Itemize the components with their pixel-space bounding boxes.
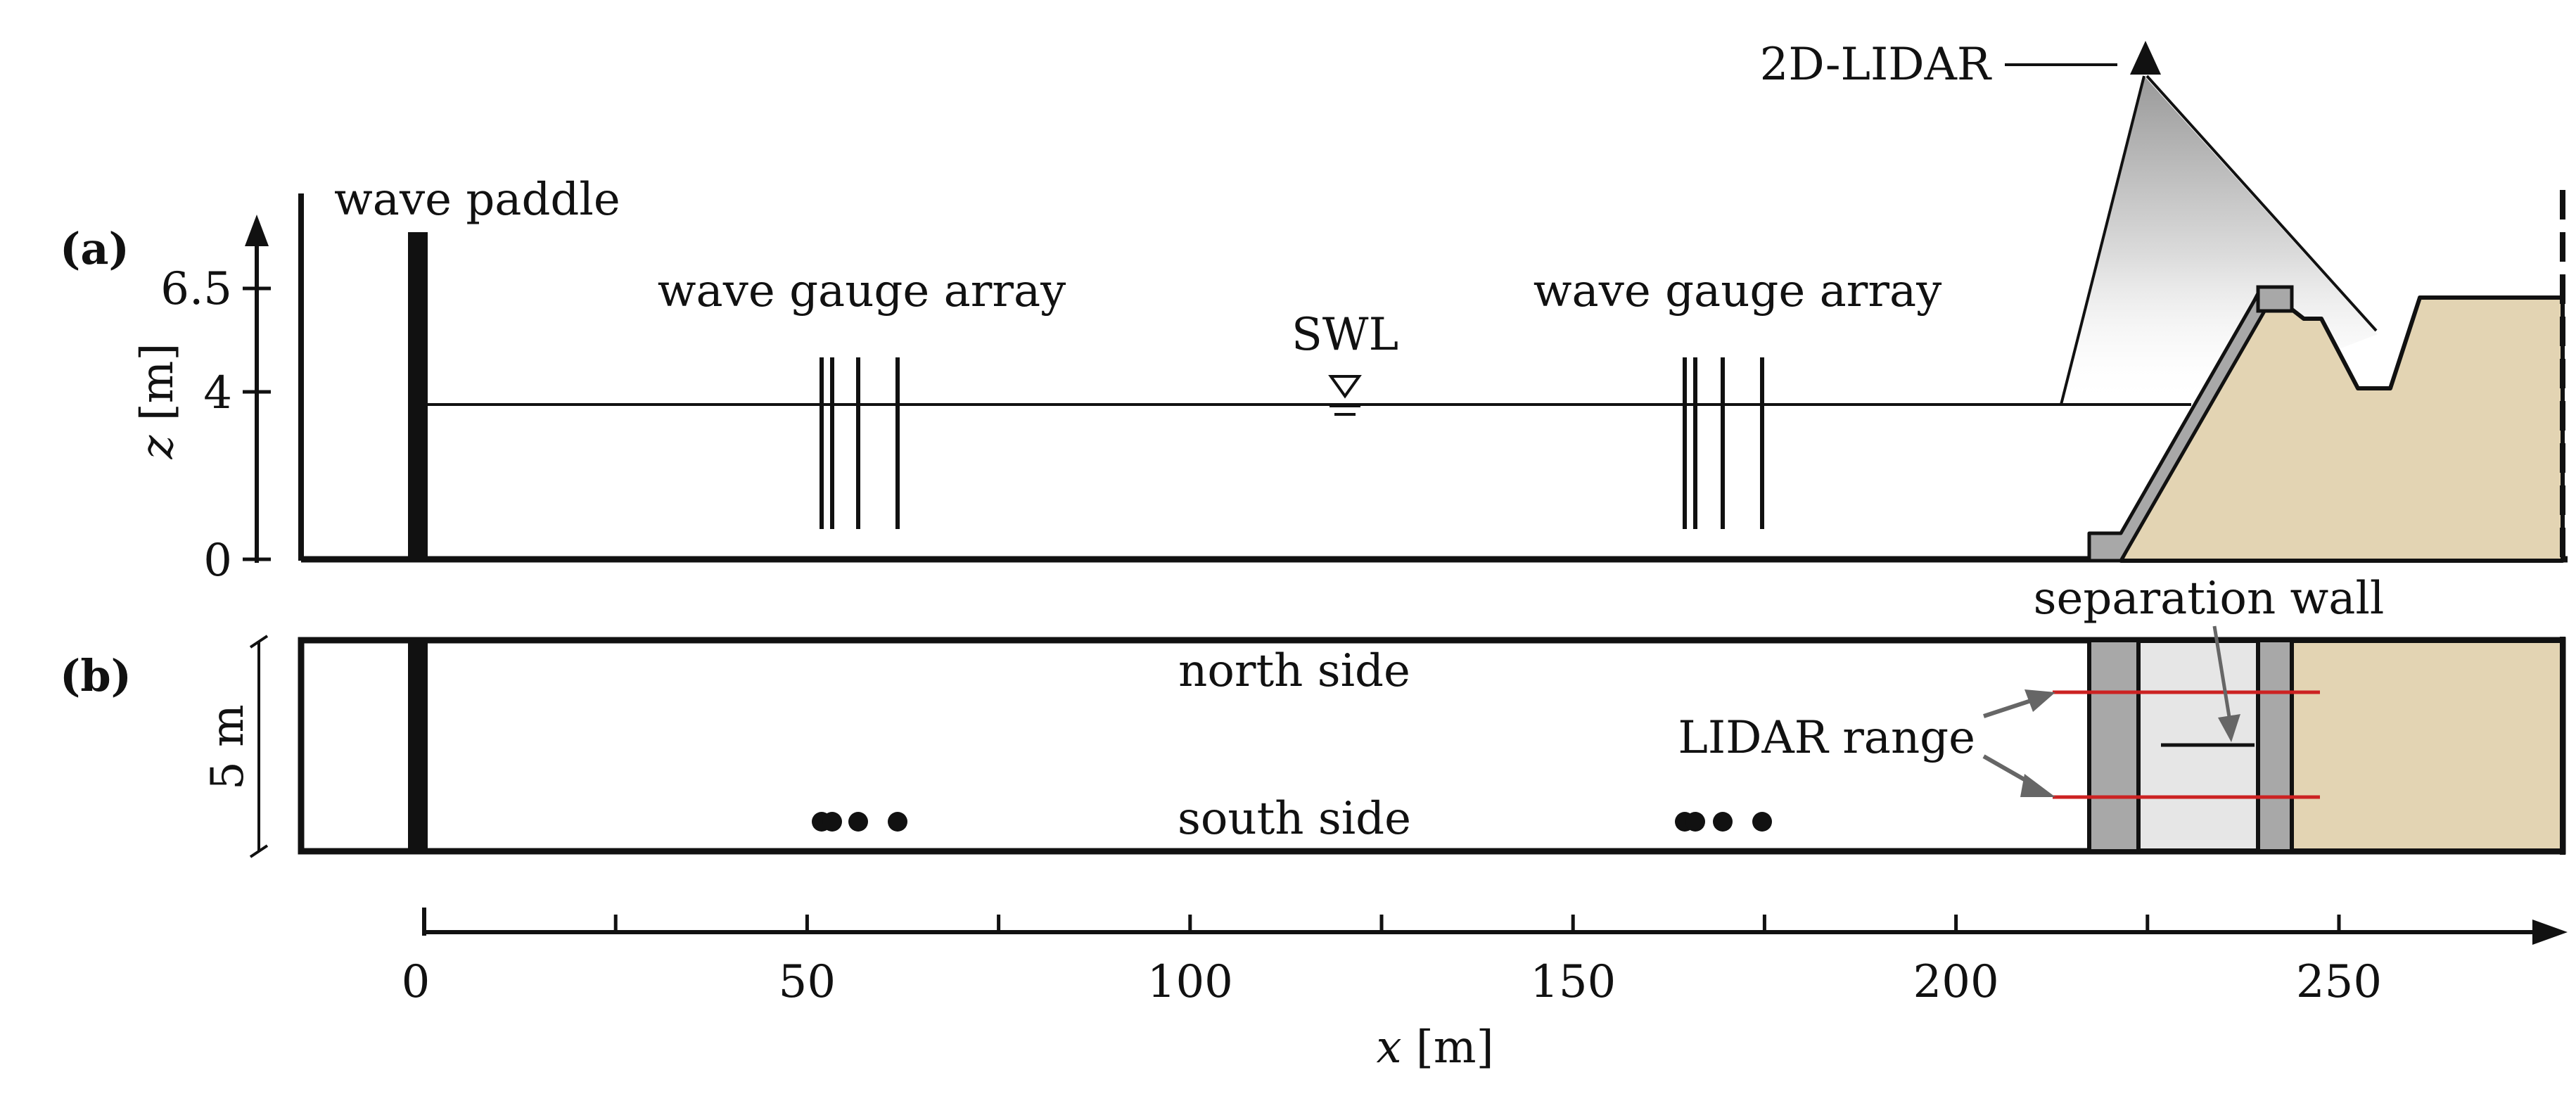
gauge-dot [848, 812, 868, 832]
south-side-label: south side [1178, 793, 1411, 845]
gauge-dot [1752, 812, 1772, 832]
lidar-range-arrowhead-south [2020, 774, 2055, 797]
x-axis-label: x [m] [1376, 1022, 1493, 1074]
z-tick-label-4: 4 [203, 367, 232, 419]
separation-wall-label: separation wall [2034, 573, 2385, 625]
separation-wall-arrowhead [2218, 714, 2240, 742]
width-label: 5 m [202, 704, 254, 790]
gauge-dot [888, 812, 907, 832]
x-axis-unit: [m] [1402, 1022, 1494, 1074]
gauge-dot [1713, 812, 1733, 832]
x-tick-label: 150 [1530, 956, 1616, 1008]
north-side-label: north side [1178, 645, 1410, 697]
wave-paddle-label: wave paddle [334, 174, 620, 226]
crest-plan [2256, 638, 2294, 853]
z-axis-unit: [m] [132, 343, 184, 435]
x-tick-label: 200 [1913, 956, 1999, 1008]
width-dimension-tick-top [249, 635, 269, 649]
wave-paddle-plan [408, 640, 428, 851]
lidar-range-label: LIDAR range [1678, 712, 1975, 764]
lidar-sensor-icon [2130, 41, 2161, 75]
wave-paddle [408, 232, 428, 561]
gauge-dot [822, 812, 842, 832]
gauge-positions-2 [1675, 812, 1772, 832]
z-tick-label-0: 0 [203, 535, 232, 587]
x-axis-var: x [1376, 1022, 1401, 1074]
swl-label: SWL [1292, 309, 1398, 361]
lidar-beam-edge-left [2060, 75, 2145, 405]
x-ticks: 0 50 100 150 200 250 [402, 915, 2382, 1008]
x-tick-label: 50 [779, 956, 836, 1008]
lidar-range-arrowhead-north [2025, 689, 2055, 712]
z-axis-label: z [m] [132, 343, 184, 460]
crest-element [2256, 285, 2294, 313]
separation-wall-arrow [2212, 625, 2232, 722]
wave-gauge-array-2 [1683, 357, 1764, 529]
gauge-array-2-label: wave gauge array [1534, 265, 1942, 317]
x-tick-label: 0 [402, 956, 431, 1008]
x-tick-label: 250 [2296, 956, 2382, 1008]
lidar-beam-edge-right [2145, 75, 2378, 332]
z-tick-label-6-5: 6.5 [160, 263, 232, 315]
revetment-plan [2087, 638, 2141, 853]
width-dimension-tick-bottom [249, 844, 269, 858]
panel-a-label: (a) [60, 223, 129, 274]
panel-b-label: (b) [60, 650, 132, 701]
z-axis-var: z [132, 434, 184, 459]
lidar-range-arrow-north [1983, 698, 2034, 718]
panel-a: (a) 0 4 6.5 z [m] wave paddle SWL wave g… [60, 39, 2568, 587]
gauge-array-1-label: wave gauge array [658, 265, 1066, 317]
wave-gauge-array-1 [820, 357, 900, 529]
x-tick-label: 100 [1147, 956, 1233, 1008]
gauge-positions-1 [812, 812, 907, 832]
x-axis-arrowhead [2532, 919, 2568, 945]
z-axis-arrowhead [245, 215, 269, 246]
swl-symbol [1328, 375, 1362, 416]
panel-b: (b) 5 m separation wall LIDAR range nort… [60, 573, 2566, 858]
gauge-dot [1685, 812, 1705, 832]
x-axis-group: 0 50 100 150 200 250 x [m] [402, 908, 2568, 1074]
lidar-label: 2D-LIDAR [1760, 39, 1992, 91]
dike-plan-sand [2292, 643, 2560, 848]
